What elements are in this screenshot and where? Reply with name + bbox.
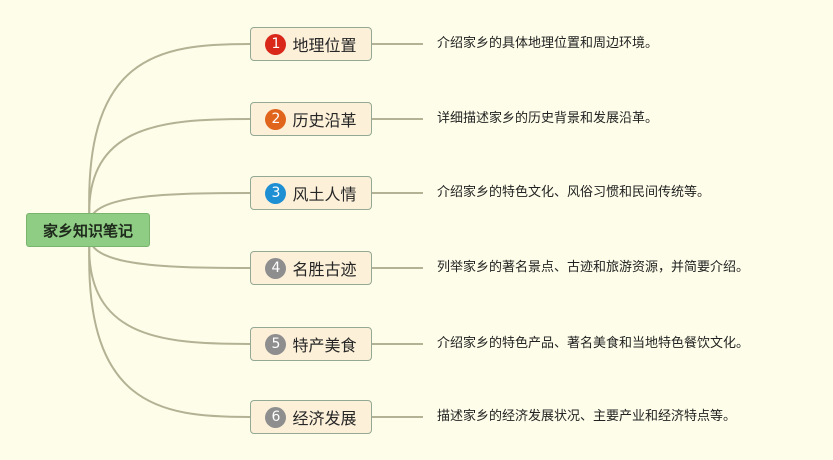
topic-node-4[interactable]: 4 名胜古迹 xyxy=(250,251,372,285)
topic-label: 经济发展 xyxy=(292,409,357,428)
topic-description-5[interactable]: 介绍家乡的特色产品、著名美食和当地特色餐饮文化。 xyxy=(437,336,750,351)
topic-description-6[interactable]: 描述家乡的经济发展状况、主要产业和经济特点等。 xyxy=(437,409,737,424)
topic-label: 名胜古迹 xyxy=(292,260,357,279)
topic-description-3[interactable]: 介绍家乡的特色文化、风俗习惯和民间传统等。 xyxy=(437,185,711,200)
number-badge-icon: 3 xyxy=(265,182,287,204)
topic-description-2[interactable]: 详细描述家乡的历史背景和发展沿革。 xyxy=(437,111,659,126)
branch-connector-2 xyxy=(88,118,251,231)
number-badge-icon: 1 xyxy=(265,33,287,55)
number-badge-icon: 6 xyxy=(265,406,287,428)
root-topic[interactable]: 家乡知识笔记 xyxy=(26,213,150,247)
number-badge-icon: 5 xyxy=(265,333,287,355)
topic-node-5[interactable]: 5 特产美食 xyxy=(250,327,372,361)
branch-connector-5 xyxy=(88,229,251,345)
topic-node-1[interactable]: 1 地理位置 xyxy=(250,27,372,61)
branch-connector-1 xyxy=(88,43,251,231)
topic-label: 地理位置 xyxy=(292,36,357,55)
number-badge-icon: 4 xyxy=(265,257,287,279)
topic-label: 风土人情 xyxy=(292,185,357,204)
topic-description-1[interactable]: 介绍家乡的具体地理位置和周边环境。 xyxy=(437,36,659,51)
branch-connector-6 xyxy=(88,229,251,418)
topic-node-2[interactable]: 2 历史沿革 xyxy=(250,102,372,136)
topic-description-4[interactable]: 列举家乡的著名景点、古迹和旅游资源，并简要介绍。 xyxy=(437,260,750,275)
number-badge-icon: 2 xyxy=(265,108,287,130)
topic-node-3[interactable]: 3 风土人情 xyxy=(250,176,372,210)
topic-label: 特产美食 xyxy=(292,336,357,355)
topic-label: 历史沿革 xyxy=(292,111,357,130)
topic-node-6[interactable]: 6 经济发展 xyxy=(250,400,372,434)
